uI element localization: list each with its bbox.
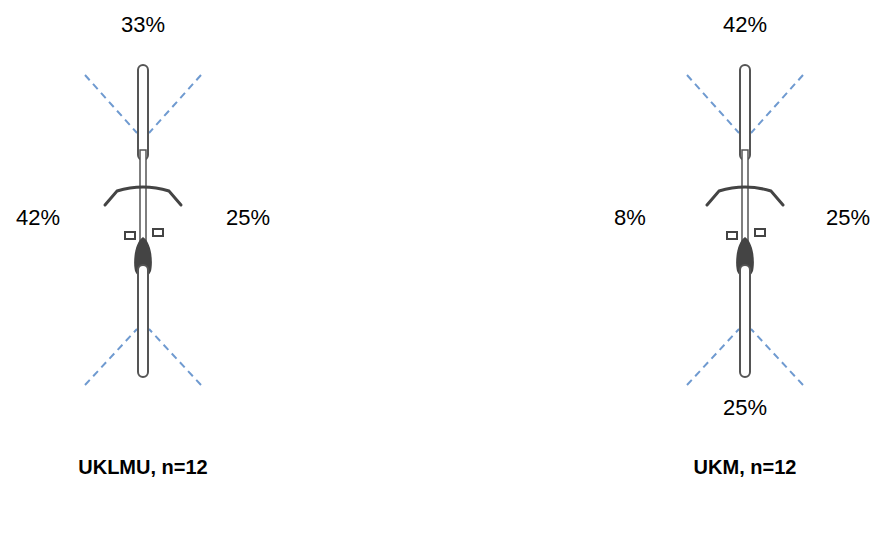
percentage-front: 42% <box>723 12 767 38</box>
percentage-rear: 25% <box>723 395 767 421</box>
percentage-right: 25% <box>826 205 870 231</box>
percentage-left: 42% <box>16 205 60 231</box>
group-caption: UKM, n=12 <box>694 456 797 479</box>
percentage-left: 8% <box>614 205 646 231</box>
percentage-right: 25% <box>226 205 270 231</box>
group-caption: UKLMU, n=12 <box>78 456 207 479</box>
percentage-front: 33% <box>121 12 165 38</box>
